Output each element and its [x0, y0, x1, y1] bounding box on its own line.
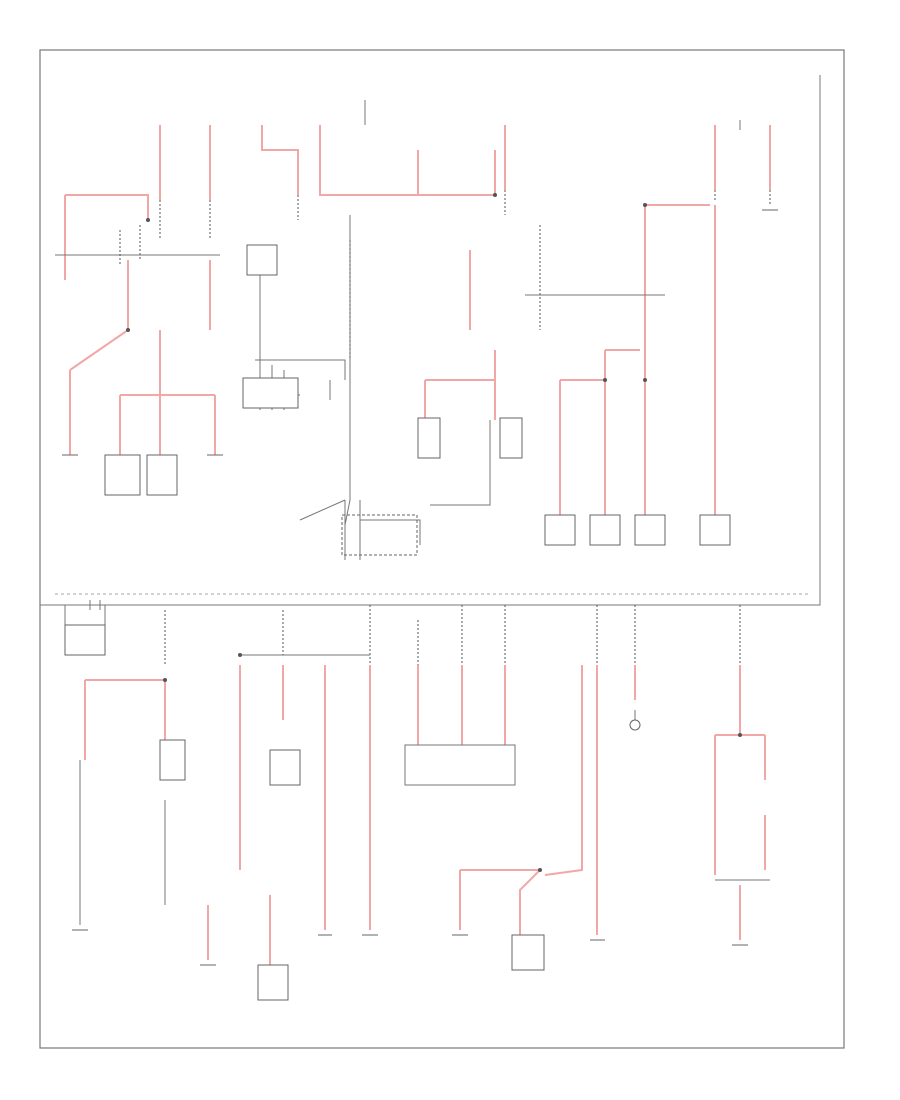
splice-dots [126, 193, 742, 872]
ground-symbols [62, 209, 778, 966]
lower-connectors [164, 605, 741, 665]
lower-components [64, 624, 641, 1001]
lower-power-wires [84, 665, 766, 965]
upper-components [104, 244, 731, 556]
upper-connectors [119, 190, 771, 360]
upper-section-frame [40, 75, 821, 606]
upper-power-wires [64, 125, 771, 515]
diagram-outer-frame [39, 49, 845, 1049]
